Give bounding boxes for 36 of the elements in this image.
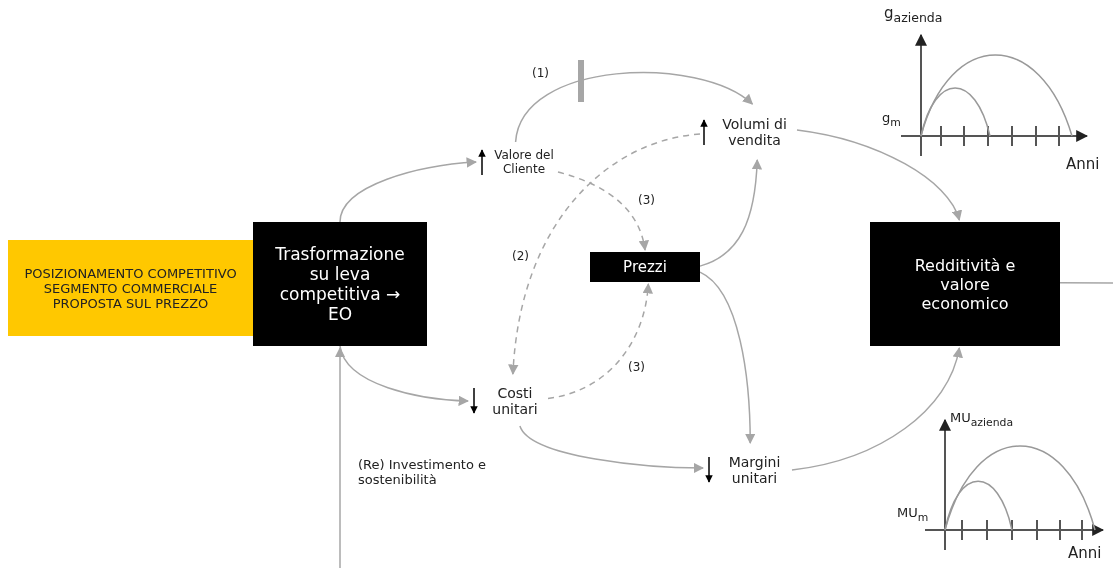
arrow — [519, 425, 705, 474]
dashed-arrow — [547, 282, 653, 400]
node-label: Prezzi — [623, 258, 667, 276]
process-box — [590, 252, 700, 282]
result-box — [870, 222, 1060, 346]
edge-label: (Re) Investimento e sostenibilità — [358, 457, 488, 487]
axis-label: Anni — [1066, 155, 1100, 173]
edge-label: (3) — [638, 193, 655, 207]
arrow — [796, 129, 961, 221]
arrow — [699, 158, 762, 267]
node-label: Volumi di vendita — [721, 116, 788, 148]
dashed-arrow — [557, 171, 649, 252]
axis-label: Anni — [1068, 544, 1102, 562]
axis-label: MU$_{m}$ — [897, 505, 929, 524]
axis-label: g$_{m}$ — [882, 110, 901, 129]
arrow — [339, 157, 478, 223]
node-label: Valore del Cliente — [493, 148, 555, 176]
node-label: Redditività e valore economico — [913, 255, 1017, 313]
arrow — [791, 347, 963, 471]
node-label: Margini unitari — [727, 454, 782, 486]
positioning-box — [8, 240, 253, 336]
connector-line — [1059, 282, 1113, 284]
arrow — [334, 346, 346, 568]
axis-label: MU$_{azienda}$ — [950, 410, 1014, 429]
arrow — [339, 345, 470, 406]
node-label: Costi unitari — [491, 385, 539, 417]
axis-label: g$_{azienda}$ — [884, 4, 943, 25]
node-label: Trasformazione su leva competitiva → EO — [274, 244, 406, 324]
node-label: POSIZIONAMENTO COMPETITIVO SEGMENTO COMMERCIALE PROPOSTA SUL PREZZO — [23, 265, 238, 311]
dashed-arrow — [508, 133, 701, 376]
edge-label: (3) — [628, 360, 645, 374]
arrow — [514, 71, 754, 143]
edge-label: (2) — [512, 249, 529, 263]
arrow — [699, 271, 756, 445]
edge-label: (1) — [532, 66, 549, 80]
process-box — [253, 222, 427, 346]
